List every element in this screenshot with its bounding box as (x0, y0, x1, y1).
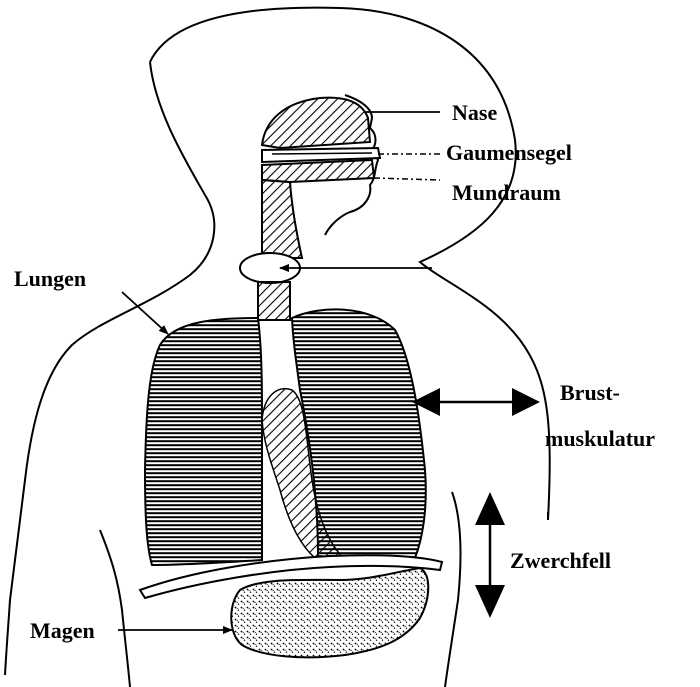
left-lung (145, 318, 262, 565)
mouth-cavity (262, 160, 374, 182)
label-muskulatur: muskulatur (545, 428, 655, 450)
nasal-cavity (262, 98, 370, 148)
label-gaumensegel: Gaumensegel (446, 142, 572, 164)
right-arm-line (445, 492, 460, 687)
lungen-pointer (122, 292, 168, 334)
label-mundraum: Mundraum (452, 182, 561, 204)
trachea (258, 282, 290, 320)
label-nase: Nase (452, 102, 497, 124)
left-arm-line (100, 530, 130, 687)
label-brust: Brust- (560, 382, 620, 404)
stomach (231, 568, 428, 657)
label-lungen: Lungen (14, 268, 86, 290)
pharynx (262, 180, 302, 258)
label-magen: Magen (30, 620, 95, 642)
palate-line (272, 153, 372, 154)
diaphragm-double-arrow (475, 492, 505, 618)
label-zwerchfell: Zwerchfell (510, 550, 611, 572)
mundraum-pointer (374, 178, 440, 180)
chest-muscle-double-arrow (412, 388, 540, 416)
